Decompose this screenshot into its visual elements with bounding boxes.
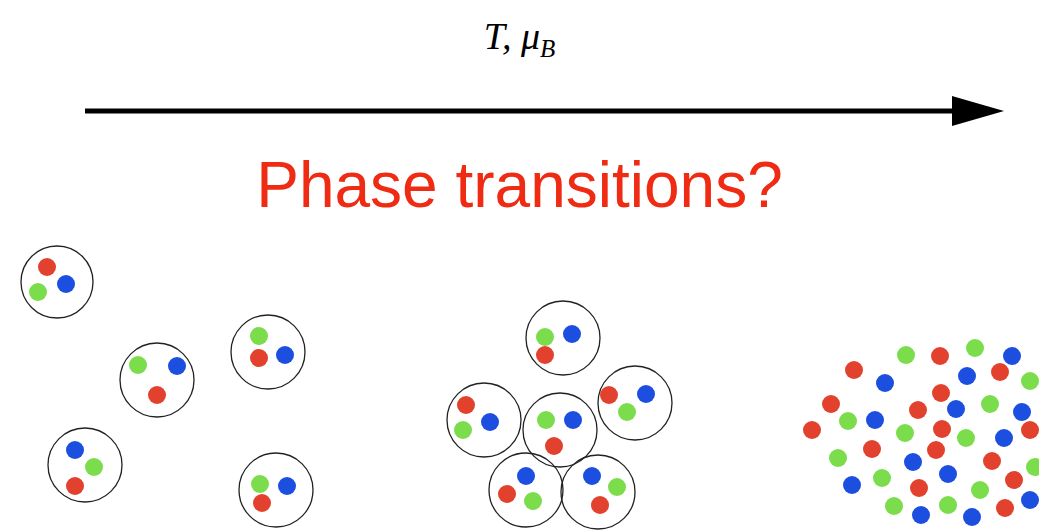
axis-arrow-line bbox=[85, 109, 958, 114]
axis-subscript: B bbox=[540, 35, 555, 62]
title: Phase transitions? bbox=[0, 148, 1039, 222]
free-quarks bbox=[803, 339, 1039, 526]
baryon-outlines bbox=[21, 246, 672, 529]
axis-variables: T, μ bbox=[484, 15, 540, 57]
axis-label: T, μB bbox=[0, 14, 1039, 63]
bound-quarks bbox=[29, 258, 655, 514]
axis-arrowhead bbox=[952, 96, 1004, 126]
